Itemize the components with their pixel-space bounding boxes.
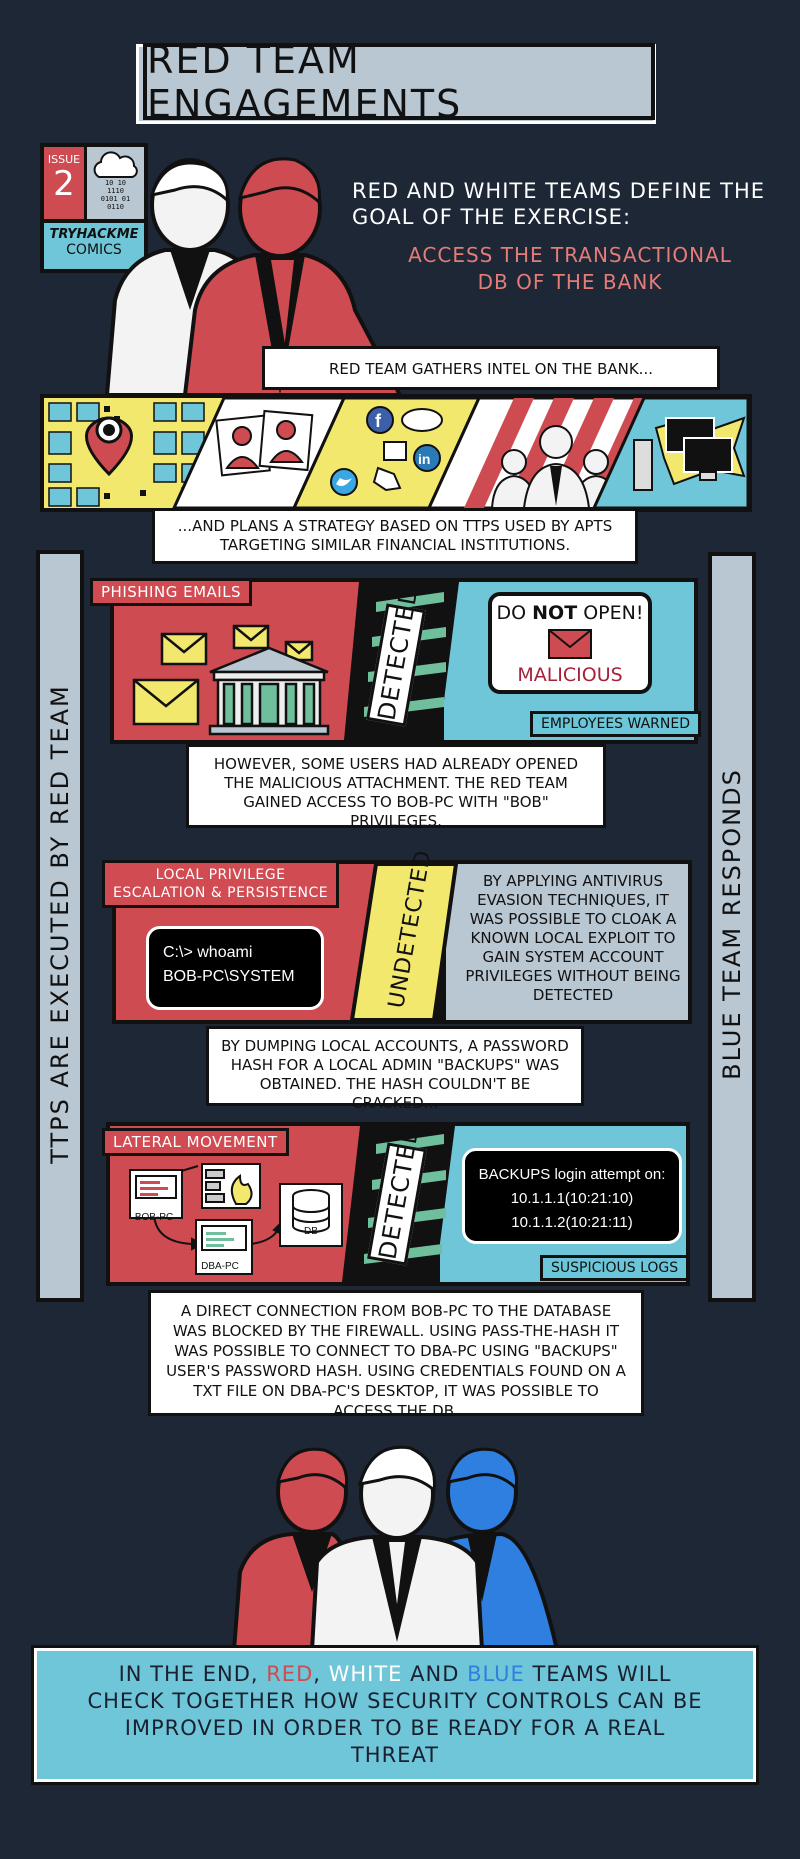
terminal-command: C:\> whoami bbox=[163, 944, 253, 961]
privesc-terminal: C:\> whoami BOB-PC\SYSTEM bbox=[146, 926, 324, 1010]
blue-team-side-label: BLUE TEAM RESPONDS bbox=[718, 768, 746, 1080]
database-icon bbox=[279, 1183, 343, 1247]
strategy-caption: ...AND PLANS A STRATEGY BASED ON TTPS US… bbox=[152, 508, 638, 564]
final-white: WHITE bbox=[328, 1662, 403, 1686]
dba-pc-icon bbox=[195, 1219, 253, 1275]
node-dba-label: DBA-PC bbox=[201, 1261, 239, 1272]
final-banner: IN THE END, RED, WHITE AND BLUE TEAMS WI… bbox=[31, 1645, 759, 1785]
goal-text: ACCESS THE TRANSACTIONAL DB OF THE BANK bbox=[408, 243, 732, 294]
lateral-response-tag: SUSPICIOUS LOGS bbox=[540, 1255, 690, 1281]
linkedin-icon: in bbox=[413, 444, 441, 472]
red-team-side-bar bbox=[36, 550, 84, 1302]
map-pin-icon bbox=[85, 416, 133, 477]
white-team-final-figure bbox=[309, 1445, 485, 1650]
privesc-tag: LOCAL PRIVILEGE ESCALATION & PERSISTENCE bbox=[102, 860, 340, 908]
phishing-response-tag: EMPLOYEES WARNED bbox=[530, 711, 701, 737]
log-line1: 10.1.1.1(10:21:10) bbox=[510, 1190, 634, 1207]
phishing-tag: PHISHING EMAILS bbox=[90, 578, 253, 606]
page-title: RED TEAM ENGAGEMENTS bbox=[147, 37, 463, 126]
log-title: BACKUPS login attempt on: bbox=[478, 1166, 666, 1183]
final-p2: TEAMS WILL CHECK TOGETHER HOW SECURITY C… bbox=[87, 1662, 703, 1767]
final-red: RED bbox=[266, 1662, 314, 1686]
facebook-icon: f bbox=[366, 406, 394, 434]
issue-label: ISSUE bbox=[47, 153, 81, 166]
lateral-tag: LATERAL MOVEMENT bbox=[102, 1128, 289, 1156]
issue-badge: ISSUE 2 10 10 1110 0101 01 0110 TRYHACKM… bbox=[40, 143, 148, 273]
final-comma: , bbox=[313, 1662, 329, 1686]
firewall-icon bbox=[201, 1163, 261, 1209]
node-db-label: DB bbox=[304, 1226, 318, 1237]
brand-box: TRYHACKME COMICS bbox=[44, 223, 144, 269]
intro-text: RED AND WHITE TEAMS DEFINE THE GOAL OF T… bbox=[352, 178, 772, 230]
final-p1: IN THE END, bbox=[118, 1662, 267, 1686]
issue-number-box: ISSUE 2 bbox=[44, 147, 84, 219]
issue-number: 2 bbox=[53, 164, 75, 204]
final-blue: BLUE bbox=[467, 1662, 525, 1686]
lateral-caption: A DIRECT CONNECTION FROM BOB-PC TO THE D… bbox=[148, 1290, 644, 1420]
lateral-log-terminal: BACKUPS login attempt on: 10.1.1.1(10:21… bbox=[462, 1148, 682, 1244]
final-text: IN THE END, RED, WHITE AND BLUE TEAMS WI… bbox=[87, 1661, 703, 1769]
log-line2: 10.1.1.2(10:21:11) bbox=[511, 1214, 633, 1231]
warning-prefix: DO bbox=[496, 602, 533, 624]
computer-icon bbox=[633, 417, 733, 491]
red-team-side-label: TTPS ARE EXECUTED BY RED TEAM bbox=[46, 684, 74, 1164]
warning-bold: NOT bbox=[532, 602, 578, 624]
phishing-warning-card: DO NOT OPEN! MALICIOUS bbox=[488, 592, 652, 694]
intel-caption: RED TEAM GATHERS INTEL ON THE BANK... bbox=[262, 346, 720, 390]
brand-name: TRYHACKME bbox=[49, 227, 139, 242]
svg-text:in: in bbox=[418, 451, 430, 467]
terminal-output: BOB-PC\SYSTEM bbox=[163, 968, 295, 985]
binary-text: 10 10 1110 0101 01 0110 bbox=[100, 179, 131, 211]
intel-strip: f in bbox=[40, 394, 752, 512]
privesc-description: BY APPLYING ANTIVIRUS EVASION TECHNIQUES… bbox=[465, 872, 681, 1004]
intro-white: WHITE bbox=[463, 179, 538, 203]
phishing-caption: HOWEVER, SOME USERS HAD ALREADY OPENED T… bbox=[186, 744, 606, 830]
twitter-icon bbox=[330, 468, 358, 496]
final-and: AND bbox=[402, 1662, 468, 1686]
node-bob-label: BOB-PC bbox=[134, 1212, 174, 1223]
bob-pc-icon bbox=[129, 1169, 183, 1219]
three-teams-figures bbox=[232, 1445, 560, 1650]
envelope-icons bbox=[132, 624, 314, 726]
warning-suffix: OPEN! bbox=[577, 602, 644, 624]
page-title-box: RED TEAM ENGAGEMENTS bbox=[143, 38, 655, 126]
malicious-label: MALICIOUS bbox=[517, 664, 623, 686]
intel-strip-art: f in bbox=[44, 398, 748, 508]
bank-building-icon bbox=[208, 646, 330, 736]
blue-team-side-bar bbox=[708, 552, 756, 1302]
intro-line2: GOAL OF THE EXERCISE: bbox=[352, 205, 632, 229]
brand-series: COMICS bbox=[66, 242, 122, 258]
svg-text:f: f bbox=[375, 411, 382, 431]
intro-line1-suffix: TEAMS DEFINE THE bbox=[537, 179, 766, 203]
privesc-tag-line1: LOCAL PRIVILEGE bbox=[155, 867, 286, 883]
cloud-icon bbox=[93, 151, 138, 178]
malicious-envelope-icon bbox=[548, 629, 592, 659]
privesc-caption: BY DUMPING LOCAL ACCOUNTS, A PASSWORD HA… bbox=[206, 1026, 584, 1112]
privesc-tag-line2: ESCALATION & PERSISTENCE bbox=[113, 885, 329, 901]
cloud-binary-box: 10 10 1110 0101 01 0110 bbox=[87, 147, 144, 219]
intro-line1-prefix: RED AND bbox=[352, 179, 464, 203]
